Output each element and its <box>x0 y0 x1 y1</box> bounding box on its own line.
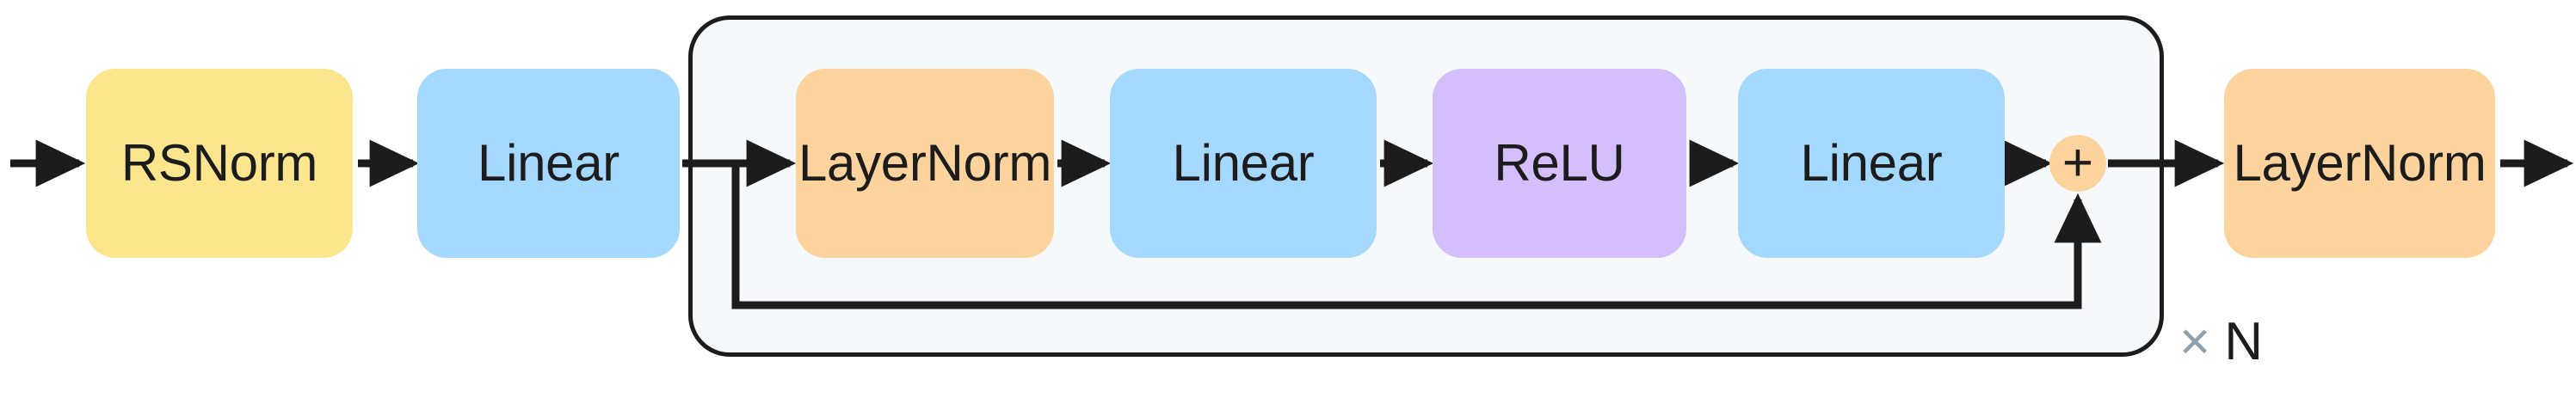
repeat-count-label: ×N <box>2179 315 2263 369</box>
repeat-count-value: N <box>2224 312 2263 371</box>
multiplier-symbol: × <box>2179 312 2211 371</box>
node-label-linear3: Linear <box>1800 134 1943 192</box>
node-label-layernorm1: LayerNorm <box>798 134 1052 192</box>
node-linear3[interactable]: Linear <box>1738 69 2005 258</box>
node-layernorm2[interactable]: LayerNorm <box>2224 69 2495 258</box>
residual-add-node[interactable]: + <box>2049 135 2106 192</box>
node-relu[interactable]: ReLU <box>1433 69 1686 258</box>
node-label-linear1: Linear <box>478 134 619 192</box>
node-linear2[interactable]: Linear <box>1110 69 1377 258</box>
node-label-rmsnorm: RSNorm <box>120 134 318 192</box>
node-layernorm1[interactable]: LayerNorm <box>796 69 1054 258</box>
node-label-linear2: Linear <box>1172 134 1315 192</box>
node-label-relu: ReLU <box>1494 134 1625 192</box>
residual-add-label: + <box>2061 133 2094 193</box>
node-label-layernorm2: LayerNorm <box>2233 134 2487 192</box>
node-rmsnorm[interactable]: RSNorm <box>86 69 353 258</box>
node-linear1[interactable]: Linear <box>417 69 680 258</box>
edge-skip-connection <box>731 167 2102 309</box>
